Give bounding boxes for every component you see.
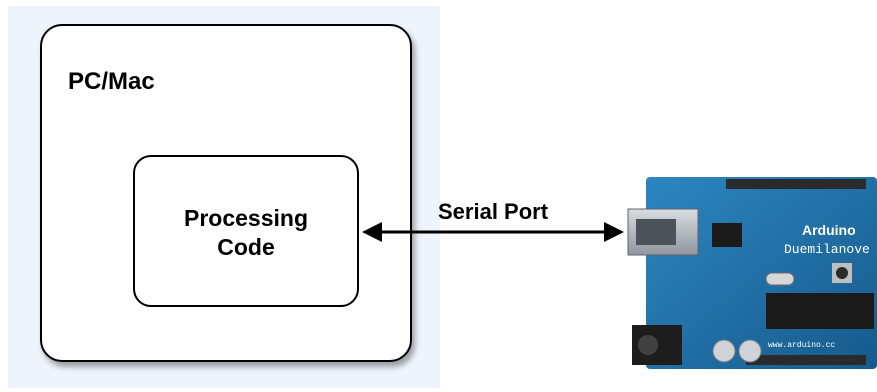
board-url-text: www.arduino.cc	[768, 341, 835, 350]
processing-code-label: Processing Code	[135, 204, 357, 262]
serial-port-arrowhead-right	[604, 222, 624, 242]
atmega-chip	[766, 293, 874, 329]
usb-chip	[712, 223, 742, 247]
board-brand-text: Arduino	[802, 222, 856, 238]
processing-code-box: Processing Code	[133, 155, 359, 307]
digital-header	[726, 179, 866, 189]
processing-code-line2: Code	[217, 234, 275, 260]
crystal	[765, 272, 795, 286]
pc-mac-label: PC/Mac	[68, 68, 155, 95]
serial-port-arrowhead-left	[362, 222, 382, 242]
arduino-board-illustration: Arduino Duemilanove www.arduino.cc	[627, 177, 877, 369]
usb-port-opening	[636, 219, 676, 245]
processing-code-line1: Processing	[184, 205, 308, 231]
capacitor-1	[712, 339, 736, 363]
arduino-board-image: Arduino Duemilanove www.arduino.cc	[626, 175, 877, 371]
reset-button	[836, 267, 848, 279]
analog-header	[746, 355, 866, 365]
capacitor-2	[738, 339, 762, 363]
board-model-text: Duemilanove	[784, 242, 870, 257]
power-jack-hole	[638, 335, 658, 355]
serial-port-label: Serial Port	[438, 199, 549, 224]
